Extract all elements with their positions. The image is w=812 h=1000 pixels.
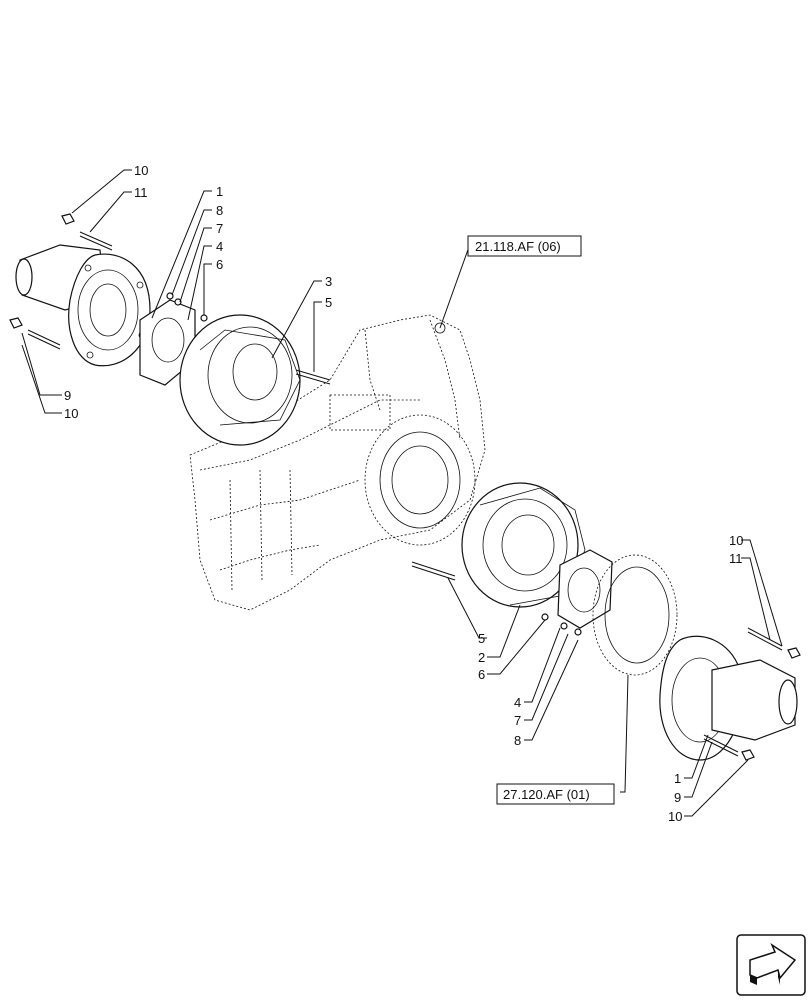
leader-lines (21, 169, 783, 817)
callout-4-upper: 4 (216, 239, 223, 254)
right-axle-housing (659, 627, 801, 761)
callout-labels: 10 11 9 10 1 8 7 4 6 3 5 5 2 6 4 7 8 10 … (64, 163, 743, 824)
callout-3: 3 (325, 274, 332, 289)
callout-7-upper: 7 (216, 221, 223, 236)
right-seal-plate (541, 549, 613, 636)
transmission-housing (189, 314, 486, 611)
reference-label-bottom: 27.120.AF (01) (503, 787, 590, 802)
callout-1-upper: 1 (216, 184, 223, 199)
callout-8-upper: 8 (216, 203, 223, 218)
reference-label-top: 21.118.AF (06) (475, 239, 561, 254)
callout-6-lower: 6 (478, 667, 485, 682)
callout-9-lower: 9 (674, 790, 681, 805)
reference-box-top[interactable]: 21.118.AF (06) (467, 235, 582, 257)
callout-11-top-left: 11 (134, 185, 148, 200)
callout-10-right: 10 (729, 533, 743, 548)
callout-10-left: 10 (64, 406, 78, 421)
navigation-arrow-icon[interactable] (736, 934, 806, 996)
callout-2: 2 (478, 650, 485, 665)
callout-5-upper: 5 (325, 295, 332, 310)
left-axle-housing (15, 244, 151, 367)
callout-10-top-left: 10 (134, 163, 148, 178)
callout-8-lower: 8 (514, 733, 521, 748)
callout-6-upper: 6 (216, 257, 223, 272)
right-brake-housing (411, 482, 586, 608)
reference-box-bottom[interactable]: 27.120.AF (01) (496, 783, 615, 805)
callout-5-lower: 5 (478, 631, 485, 646)
callout-7-lower: 7 (514, 713, 521, 728)
callout-1-lower: 1 (674, 771, 681, 786)
callout-9-left: 9 (64, 388, 71, 403)
left-brake-housing (179, 314, 331, 446)
left-stud-bolts (9, 213, 113, 350)
callout-4-lower: 4 (514, 695, 521, 710)
ring-gear (592, 554, 678, 676)
callout-10-lower: 10 (668, 809, 682, 824)
callout-11-right: 11 (729, 551, 743, 566)
